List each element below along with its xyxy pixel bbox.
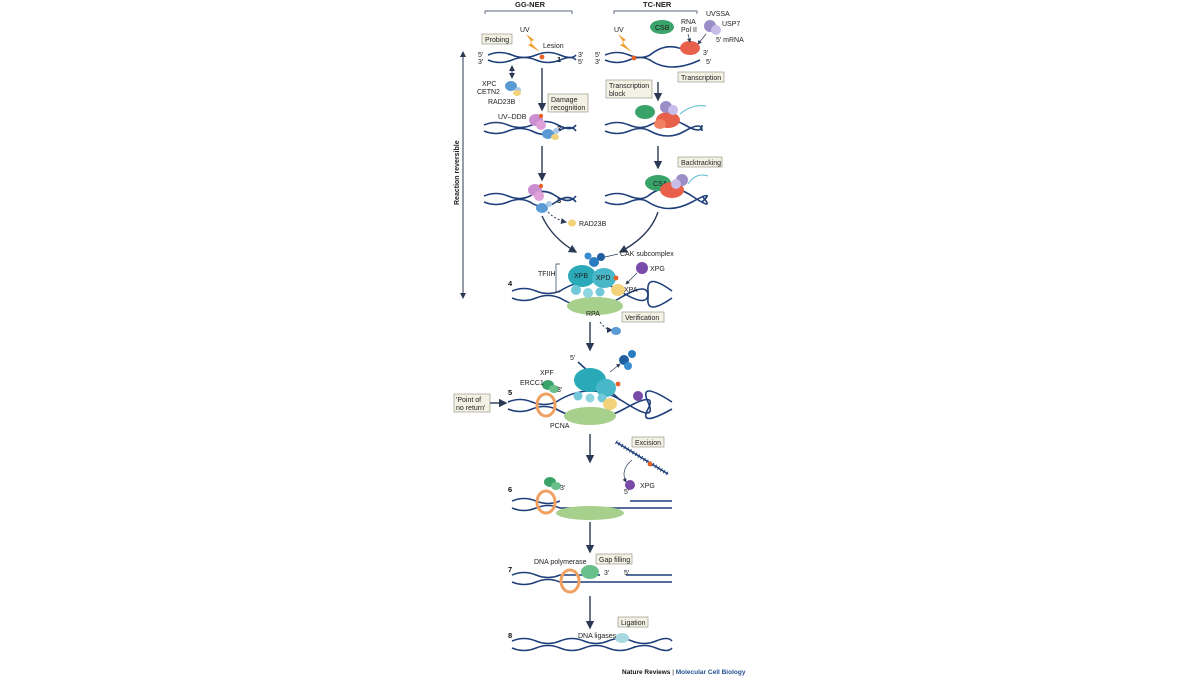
tc-step1-dna: 5′ 3′ 3′ 5′ UV: [595, 27, 712, 68]
svg-text:CSB: CSB: [655, 25, 670, 32]
svg-text:CETN2: CETN2: [477, 89, 500, 96]
svg-text:UV: UV: [614, 27, 624, 34]
svg-text:Transcription: Transcription: [681, 75, 721, 82]
svg-text:Nature Reviews | Molecular Cel: Nature Reviews | Molecular Cell Biology: [622, 669, 746, 676]
svg-text:RPA: RPA: [586, 311, 600, 318]
step6-gap: 3′ 5′: [511, 477, 672, 520]
tc-step3-dna: CSA: [604, 174, 709, 210]
svg-text:3′: 3′: [604, 570, 610, 577]
gg-step3-dna: RAD23B: [483, 183, 607, 228]
svg-text:USP7: USP7: [722, 21, 740, 28]
uv-bolt-right-icon: [618, 34, 632, 52]
step-2: 2: [557, 124, 561, 133]
svg-text:5′: 5′: [570, 355, 576, 362]
svg-text:XPB: XPB: [574, 273, 588, 280]
svg-text:PCNA: PCNA: [550, 423, 570, 430]
transcription-block-label: Transcription block: [605, 79, 653, 99]
svg-text:Probing: Probing: [485, 37, 509, 44]
step5-incision-complex: 5′ XPF ERCC1 3′ PCNA: [507, 350, 673, 430]
svg-text:5′: 5′: [624, 570, 630, 577]
svg-text:5′: 5′: [578, 59, 584, 66]
svg-text:3′: 3′: [703, 50, 709, 57]
svg-text:XPG: XPG: [640, 483, 655, 490]
svg-text:Ligation: Ligation: [621, 620, 646, 627]
probing-label: Probing: [481, 33, 513, 45]
reaction-reversible-arrow: Reaction reversible: [454, 51, 466, 299]
excision-fragment: Excision XPG: [614, 436, 670, 490]
svg-text:recognition: recognition: [551, 105, 585, 112]
svg-text:Pol II: Pol II: [681, 27, 697, 34]
svg-text:Reaction reversible: Reaction reversible: [454, 140, 461, 205]
uvssa-usp7: UVSSA USP7 5′ mRNA: [697, 11, 744, 45]
svg-text:ERCC1: ERCC1: [520, 380, 544, 387]
step-7: 7: [508, 565, 512, 574]
uv-bolt-left-icon: UV Lesion: [520, 27, 564, 52]
step-4: 4: [508, 279, 513, 288]
svg-text:3′: 3′: [595, 59, 601, 66]
svg-text:RAD23B: RAD23B: [488, 99, 516, 106]
svg-text:'Point of: 'Point of: [456, 397, 481, 404]
svg-text:no return': no return': [456, 405, 485, 412]
tc-ner-header: TC-NER: [613, 0, 698, 14]
svg-text:XPG: XPG: [650, 266, 665, 273]
svg-text:CSA: CSA: [653, 181, 668, 188]
svg-text:Backtracking: Backtracking: [681, 160, 721, 167]
svg-text:3′: 3′: [560, 485, 566, 492]
svg-text:Transcription: Transcription: [609, 83, 649, 90]
journal-credit: Nature Reviews | Molecular Cell Biology: [622, 669, 746, 676]
transcription-label: Transcription: [677, 71, 725, 83]
svg-text:DNA polymerase: DNA polymerase: [534, 559, 587, 566]
svg-text:block: block: [609, 91, 626, 98]
point-of-no-return-label: 'Point of no return': [453, 393, 508, 413]
tc-step2-dna: [604, 101, 707, 137]
xpc-complex: XPC CETN2 RAD23B: [477, 81, 521, 106]
svg-text:Damage: Damage: [551, 97, 578, 104]
step4-tfiih-complex: RPA XPB XPD XPA TFIIH CAK subcomplex: [511, 251, 674, 318]
svg-text:Verification: Verification: [625, 315, 659, 322]
svg-text:UVSSA: UVSSA: [706, 11, 730, 18]
svg-text:CAK subcomplex: CAK subcomplex: [620, 251, 674, 258]
gg-ner-header: GG-NER: [484, 0, 573, 14]
svg-text:XPD: XPD: [596, 275, 610, 282]
svg-text:XPF: XPF: [540, 370, 554, 377]
svg-text:3′: 3′: [478, 59, 484, 66]
svg-text:UV: UV: [520, 27, 530, 34]
svg-text:GG-NER: GG-NER: [515, 0, 546, 9]
backtracking-label: Backtracking: [677, 156, 723, 168]
svg-text:RAD23B: RAD23B: [579, 221, 607, 228]
svg-text:DNA ligases: DNA ligases: [578, 633, 617, 640]
svg-text:3′: 3′: [578, 52, 584, 59]
svg-text:5′ mRNA: 5′ mRNA: [716, 37, 744, 44]
csb-protein: CSB: [650, 20, 674, 34]
step-1: 1: [557, 55, 561, 64]
svg-text:5′: 5′: [595, 52, 601, 59]
damage-recognition-label: Damage recognition: [547, 93, 589, 113]
xpg-protein: XPG: [625, 262, 665, 285]
svg-text:Excision: Excision: [635, 440, 661, 447]
step8-ligation: DNA ligases Ligation: [511, 616, 673, 652]
svg-text:Gap filling: Gap filling: [599, 557, 630, 564]
verification-label: Verification: [599, 311, 665, 335]
svg-text:XPC: XPC: [482, 81, 496, 88]
step-5: 5: [508, 388, 512, 397]
svg-text:TFIIH: TFIIH: [538, 271, 556, 278]
step-numbers: 1 2 3 4 5 6 7 8: [508, 55, 561, 640]
svg-text:5′: 5′: [478, 52, 484, 59]
step-6: 6: [508, 485, 512, 494]
gg-step2-dna: UV–DDB: [483, 113, 577, 140]
svg-text:5′: 5′: [706, 59, 712, 66]
svg-text:UV–DDB: UV–DDB: [498, 114, 527, 121]
rna-pol-ii: RNA Pol II: [680, 19, 700, 55]
step7-gap-filling: DNA polymerase 3′ 5′ Gap filling: [511, 553, 672, 594]
lesion-mark: [539, 54, 545, 60]
gg-step1-dna: 5′ 3′ 3′ 5′: [478, 51, 584, 66]
svg-text:TC-NER: TC-NER: [643, 0, 672, 9]
svg-text:3′: 3′: [557, 387, 563, 394]
svg-text:Lesion: Lesion: [543, 43, 564, 50]
svg-text:5′: 5′: [624, 489, 630, 496]
svg-text:XPA: XPA: [624, 287, 638, 294]
step-8: 8: [508, 631, 512, 640]
svg-text:RNA: RNA: [681, 19, 696, 26]
